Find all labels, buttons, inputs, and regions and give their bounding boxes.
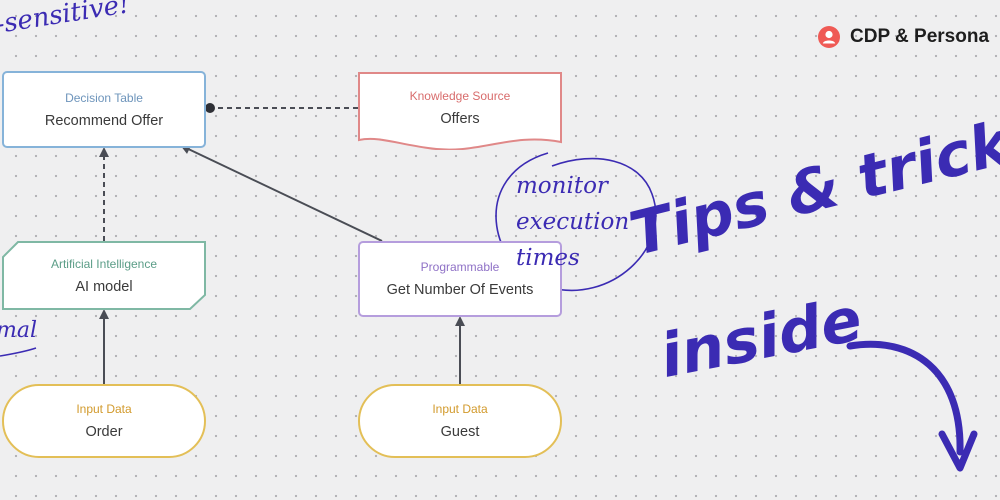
edge-knowledge-dot [205, 103, 215, 113]
knowledge-source-node[interactable]: Knowledge Source Offers [358, 72, 562, 150]
ai-model-type: Artificial Intelligence [50, 256, 158, 271]
curved-arrow [846, 340, 964, 456]
programmable-name: Get Number Of Events [386, 282, 534, 298]
input-guest-node[interactable]: Input Data Guest [358, 384, 562, 458]
brand-label: CDP & Persona [850, 26, 990, 47]
decision-table-node[interactable]: Decision Table Recommend Offer [2, 71, 206, 148]
ai-model-shape [2, 241, 206, 310]
annotation-monitor: monitor execution times [516, 168, 629, 276]
ai-model-node[interactable]: Artificial Intelligence AI model [2, 241, 206, 310]
decision-table-type: Decision Table [65, 90, 143, 105]
input-order-type: Input Data [76, 402, 132, 416]
brand-badge[interactable]: CDP & Persona [818, 26, 989, 48]
underline-scribble [0, 347, 37, 357]
programmable-type: Programmable [420, 260, 500, 274]
input-guest-type: Input Data [432, 402, 488, 416]
input-guest-name: Guest [440, 424, 480, 440]
knowledge-source-name: Offers [440, 111, 480, 127]
ellipse-scribble [495, 152, 657, 292]
decision-table-name: Recommend Offer [44, 112, 164, 129]
annotation-nal: mal [0, 318, 38, 343]
ai-model-name: AI model [75, 278, 133, 295]
edge-programmable-to-decision [180, 144, 383, 242]
knowledge-source-shape [358, 72, 562, 150]
input-order-name: Order [85, 424, 123, 440]
curved-arrow-head [938, 430, 978, 472]
person-icon [818, 26, 840, 48]
annotation-monitor-line-2: execution [516, 209, 630, 235]
programmable-node[interactable]: Programmable Get Number Of Events [358, 241, 562, 317]
annotation-monitor-line-3: times [516, 245, 580, 271]
annotation-monitor-line-1: monitor [516, 173, 608, 199]
input-order-node[interactable]: Input Data Order [2, 384, 206, 458]
knowledge-source-type: Knowledge Source [409, 89, 511, 103]
